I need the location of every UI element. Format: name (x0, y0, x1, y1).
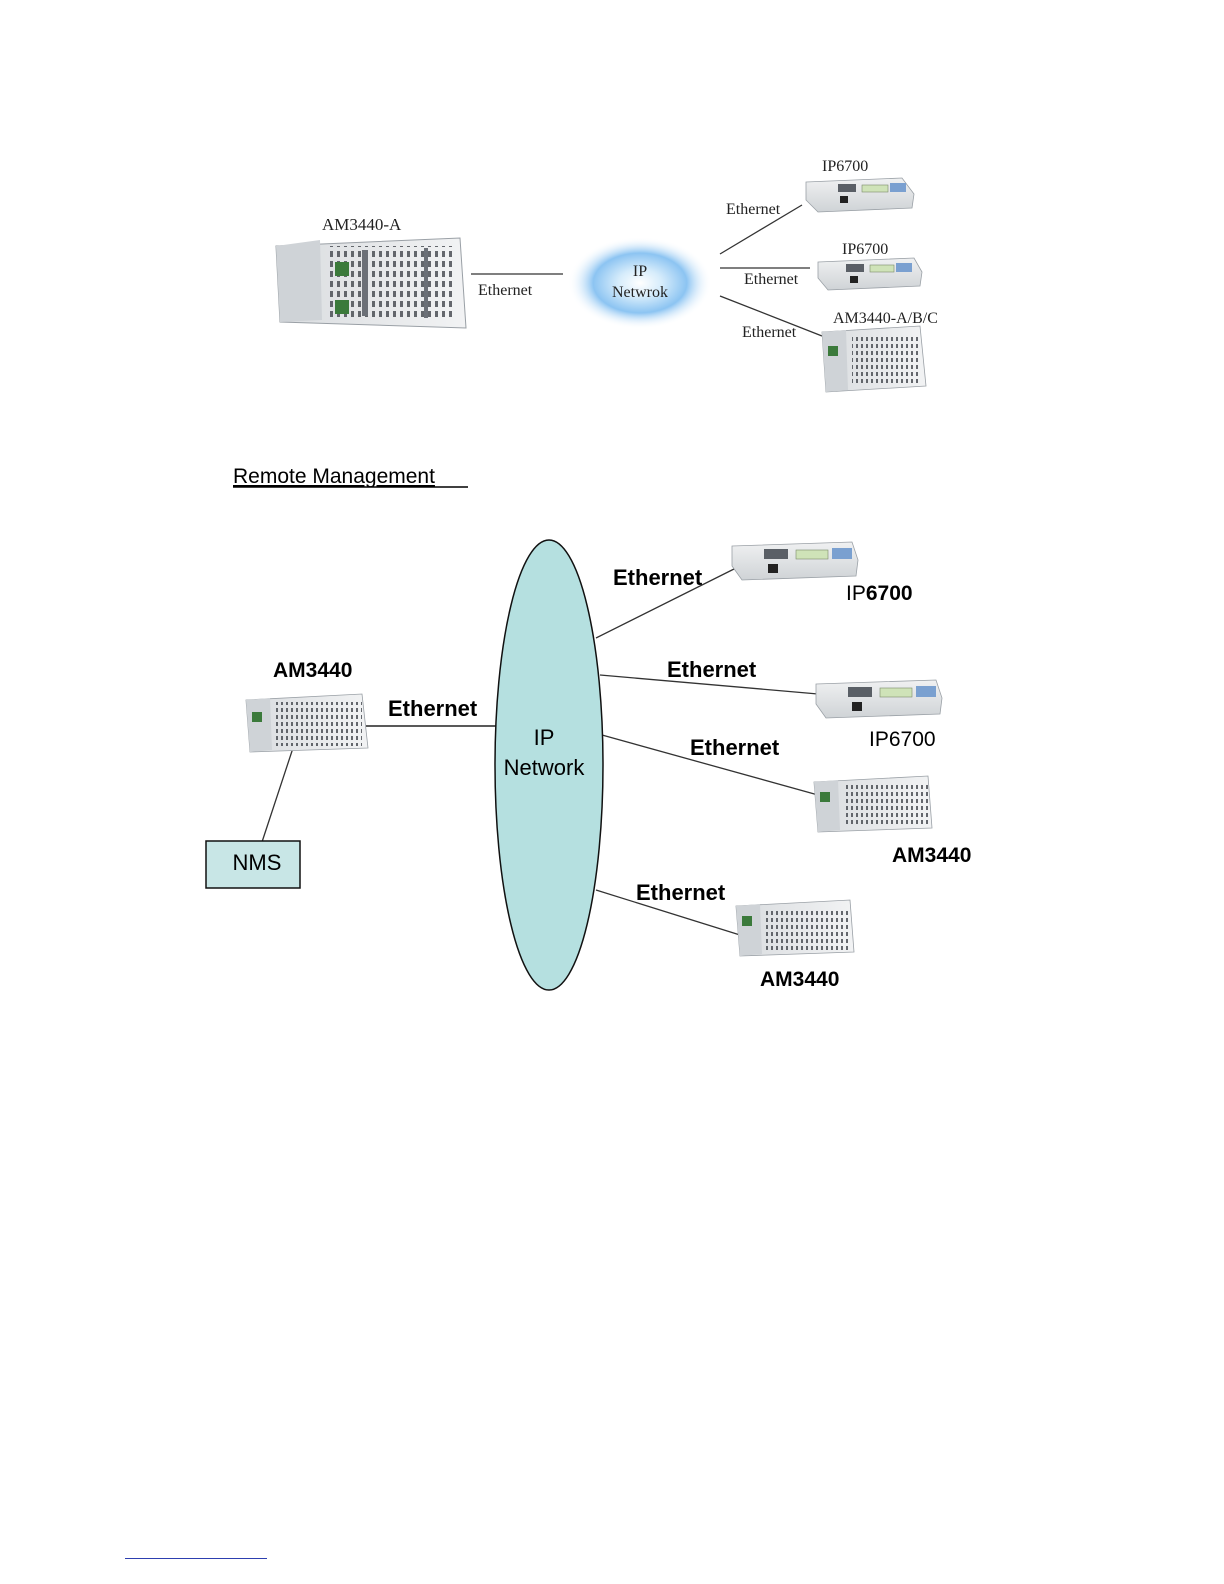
top-remote-3-link-label: Ethernet (742, 324, 797, 341)
top-ip6700-1-image (806, 178, 914, 212)
bottom-remote-2-link-label: Ethernet (667, 657, 757, 682)
remote-management-diagram: IP Network AM3440 Ethernet NMS Ethernet … (206, 540, 971, 991)
bottom-remote-4-link-label: Ethernet (636, 880, 726, 905)
bottom-remote-1-device-prefix: IP (846, 582, 866, 605)
bottom-ip6700-1-image (732, 542, 858, 580)
bottom-network-label-line2: Network (504, 755, 586, 780)
bottom-am3440-1-image (814, 776, 932, 832)
bottom-remote-1-link-label: Ethernet (613, 565, 703, 590)
top-source-link-label: Ethernet (478, 282, 533, 299)
top-remote-2-link-label: Ethernet (744, 271, 799, 288)
top-remote-3-device-label: AM3440-A/B/C (833, 310, 938, 327)
bottom-remote-3-link-label: Ethernet (690, 735, 780, 760)
top-am3440-abc-image (822, 326, 926, 392)
top-remote-2-device-label: IP6700 (842, 241, 888, 258)
footnote-rule (125, 1558, 267, 1559)
bottom-local-device-label: AM3440 (273, 659, 352, 682)
bottom-remote-3-device-label: AM3440 (892, 844, 971, 867)
top-source-device-label: AM3440-A (322, 215, 402, 234)
top-remote-1-device-label: IP6700 (822, 158, 868, 175)
top-network-diagram: AM3440-A Ethernet IP Netwrok Ethernet Et… (276, 158, 938, 392)
bottom-am3440-2-image (736, 900, 854, 956)
bottom-remote-4-device-label: AM3440 (760, 968, 839, 991)
bottom-nms-link-line (262, 748, 293, 842)
bottom-ip6700-2-image (816, 680, 942, 718)
bottom-remote-1-device-label: IP6700 (846, 582, 913, 605)
bottom-remote-1-device-suffix: 6700 (866, 582, 913, 605)
bottom-network-label-line1: IP (534, 725, 555, 750)
section-heading: Remote Management (233, 465, 435, 488)
bottom-local-am3440-image (246, 694, 368, 752)
bottom-remote-2-device-label: IP6700 (869, 728, 936, 751)
am3440-a-chassis-image (276, 238, 466, 328)
bottom-local-link-label: Ethernet (388, 696, 478, 721)
top-cloud-label-line1: IP (633, 263, 647, 280)
top-cloud-label-line2: Netwrok (612, 284, 668, 301)
top-ip6700-2-image (818, 258, 922, 290)
top-remote-1-link-label: Ethernet (726, 201, 781, 218)
ip-network-cloud (568, 237, 712, 329)
nms-label: NMS (233, 850, 282, 875)
